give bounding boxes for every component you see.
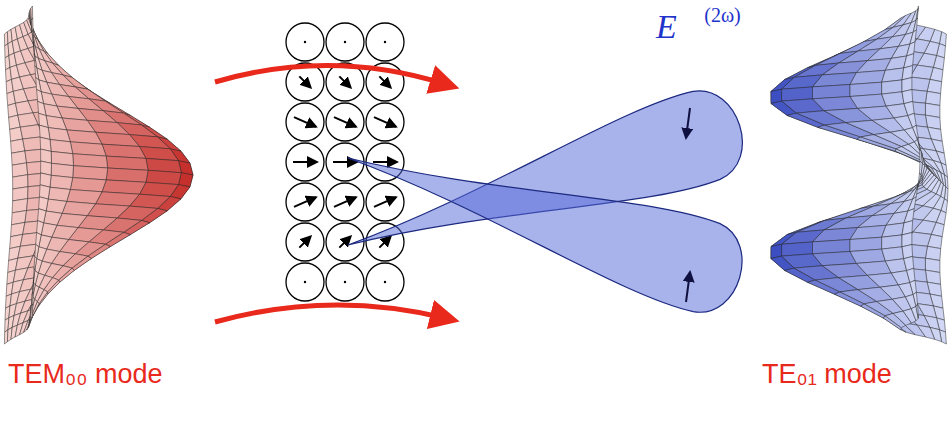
field-superscript: (2ω) xyxy=(704,4,740,26)
polarization-arrow xyxy=(373,161,397,163)
mesh-cell xyxy=(908,113,916,127)
polarization-arrow xyxy=(339,236,350,247)
nanoparticle xyxy=(326,263,364,301)
pump-arrow xyxy=(215,65,445,84)
mesh-cell xyxy=(813,252,857,266)
polarization-arrow xyxy=(374,197,396,207)
te01-surface xyxy=(771,6,948,344)
mesh-cell xyxy=(36,233,42,247)
mesh-cell xyxy=(39,197,49,211)
mesh-cell xyxy=(37,221,44,235)
nanoparticle xyxy=(286,143,324,181)
mesh-cell xyxy=(34,54,37,68)
mesh-cell xyxy=(907,268,915,282)
field-symbol: E⃗ xyxy=(656,8,703,45)
mesh-cell xyxy=(910,30,917,44)
polarization-arrow xyxy=(333,161,357,163)
mesh-cell xyxy=(918,137,922,151)
polarization-arrow xyxy=(379,236,390,247)
nanoparticle xyxy=(366,263,404,301)
mode-label: TE₀₁ mode xyxy=(762,360,892,390)
pump-arrow xyxy=(215,305,445,322)
mesh-cell xyxy=(913,292,917,306)
mesh-cell xyxy=(908,197,916,211)
polarization-arrow xyxy=(334,197,356,207)
mesh-cell xyxy=(38,209,47,223)
nanoparticle xyxy=(366,103,404,141)
dot xyxy=(304,281,306,283)
mesh-cell xyxy=(18,244,39,258)
polarization-arrow xyxy=(374,117,396,127)
polarization-arrow xyxy=(339,76,350,87)
mesh-cell xyxy=(35,66,39,80)
mesh-cell xyxy=(916,304,918,318)
mesh-cell xyxy=(57,213,87,227)
mesh-cell xyxy=(813,97,858,111)
dot xyxy=(344,281,346,283)
mesh-cell xyxy=(856,261,891,275)
nanoparticle xyxy=(366,183,404,221)
mesh-cell xyxy=(31,304,33,318)
mesh-cell xyxy=(25,149,52,163)
mesh-cell xyxy=(900,244,927,258)
nanoparticle xyxy=(326,103,364,141)
dot xyxy=(384,281,386,283)
mesh-cell xyxy=(913,185,918,199)
mesh-cell xyxy=(913,18,917,32)
mode-label: TEM₀₀ mode xyxy=(8,360,162,390)
nanoparticle xyxy=(286,103,324,141)
mesh-cell xyxy=(910,280,917,294)
mesh-cell xyxy=(850,94,886,108)
dot xyxy=(304,41,306,43)
mesh-cell xyxy=(34,256,37,270)
mesh-cell xyxy=(913,125,918,139)
field-arrow xyxy=(686,108,690,138)
mesh-cell xyxy=(62,201,95,215)
nanoparticle xyxy=(286,223,324,261)
mesh-cell xyxy=(39,185,50,199)
nanoparticle xyxy=(326,183,364,221)
mesh-cell xyxy=(904,256,914,270)
nanoparticle xyxy=(286,183,324,221)
polarization-arrow xyxy=(299,76,310,87)
field-arrow xyxy=(686,272,690,302)
gaussian-surface xyxy=(4,6,193,344)
mesh-cell xyxy=(900,89,927,103)
mesh-cell xyxy=(904,101,914,115)
mesh-cell xyxy=(96,192,140,206)
mesh-cell xyxy=(850,249,885,263)
nanoparticle xyxy=(286,23,324,61)
polarization-arrow xyxy=(294,197,316,207)
dot xyxy=(384,41,386,43)
polarization-arrow xyxy=(293,161,317,163)
mesh-cell xyxy=(41,223,57,237)
mesh-cell xyxy=(35,245,39,259)
dot xyxy=(344,41,346,43)
mesh-cell xyxy=(140,182,179,196)
radiation-lobe xyxy=(334,113,753,322)
nanoparticle xyxy=(286,263,324,301)
polarization-arrow xyxy=(334,117,356,127)
nanoparticle xyxy=(366,23,404,61)
polarization-arrow xyxy=(294,117,316,127)
polarization-arrow xyxy=(299,236,310,247)
polarization-arrow xyxy=(379,76,390,87)
nanoparticle xyxy=(326,23,364,61)
